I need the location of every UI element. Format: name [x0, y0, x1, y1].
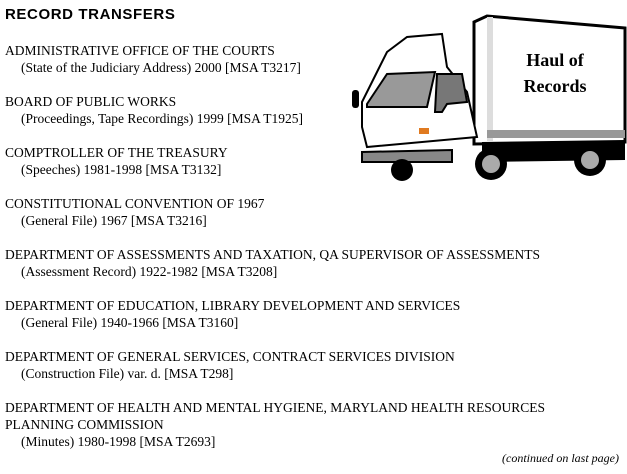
page-title: RECORD TRANSFERS [5, 6, 176, 23]
agency-name: ADMINISTRATIVE OFFICE OF THE COURTS [5, 43, 275, 58]
list-item: COMPTROLLER OF THE TREASURY (Speeches) 19… [5, 144, 228, 178]
record-detail: (Minutes) 1980-1998 [MSA T2693] [21, 434, 216, 449]
list-item: DEPARTMENT OF GENERAL SERVICES, CONTRACT… [5, 348, 455, 382]
record-detail: (Construction File) var. d. [MSA T298] [21, 366, 234, 381]
list-item: DEPARTMENT OF EDUCATION, LIBRARY DEVELOP… [5, 297, 460, 331]
truck-sign-line1: Haul of [526, 50, 585, 70]
truck-illustration: Haul of Records [352, 14, 627, 181]
agency-name: DEPARTMENT OF ASSESSMENTS AND TAXATION, … [5, 247, 541, 262]
agency-name: DEPARTMENT OF GENERAL SERVICES, CONTRACT… [5, 349, 455, 364]
record-detail: (Speeches) 1981-1998 [MSA T3132] [21, 162, 222, 177]
continued-note: (continued on last page) [502, 451, 619, 465]
agency-name: CONSTITUTIONAL CONVENTION OF 1967 [5, 196, 265, 211]
record-detail: (General File) 1967 [MSA T3216] [21, 213, 207, 228]
list-item: BOARD OF PUBLIC WORKS (Proceedings, Tape … [5, 93, 303, 127]
record-detail: (Assessment Record) 1922-1982 [MSA T3208… [21, 264, 278, 279]
list-item: DEPARTMENT OF HEALTH AND MENTAL HYGIENE,… [5, 399, 615, 450]
list-item: DEPARTMENT OF ASSESSMENTS AND TAXATION, … [5, 246, 540, 280]
truck-sign-line2: Records [524, 76, 587, 96]
agency-name: DEPARTMENT OF HEALTH AND MENTAL HYGIENE,… [5, 400, 546, 432]
agency-name: BOARD OF PUBLIC WORKS [5, 94, 177, 109]
list-item: CONSTITUTIONAL CONVENTION OF 1967 (Genera… [5, 195, 264, 229]
record-detail: (General File) 1940-1966 [MSA T3160] [21, 315, 239, 330]
record-detail: (Proceedings, Tape Recordings) 1999 [MSA… [21, 111, 304, 126]
agency-name: DEPARTMENT OF EDUCATION, LIBRARY DEVELOP… [5, 298, 461, 313]
record-detail: (State of the Judiciary Address) 2000 [M… [21, 60, 301, 75]
agency-name: COMPTROLLER OF THE TREASURY [5, 145, 228, 160]
list-item: ADMINISTRATIVE OFFICE OF THE COURTS (Stat… [5, 42, 301, 76]
